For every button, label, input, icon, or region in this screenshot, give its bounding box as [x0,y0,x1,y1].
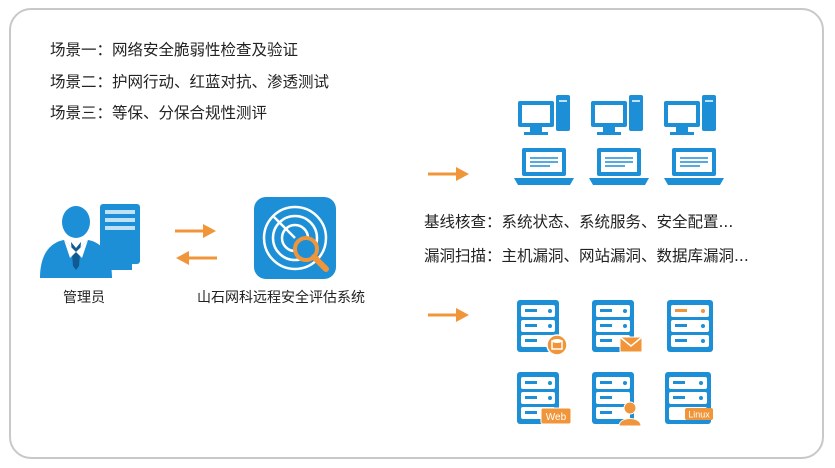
user-server-icon [592,372,644,428]
admin-label: 管理员 [63,290,105,306]
web-server-icon: Web [517,372,573,428]
database-server-icon [517,300,567,356]
arrow-right-icon [175,222,217,240]
server-icon [667,300,717,356]
scenario-2: 场景二：护网行动、红蓝对抗、渗透测试 [50,73,330,91]
laptop-icon [664,148,724,186]
arrow-to-hosts-icon [428,165,470,183]
radar-scan-icon [254,197,336,279]
laptop-icon [514,148,574,186]
vuln-scan-text: 漏洞扫描：主机漏洞、网站漏洞、数据库漏洞... [424,247,749,265]
web-badge-label: Web [546,412,567,423]
admin-computer-icon [38,200,144,280]
laptop-icon [589,148,649,186]
scenario-1: 场景一：网络安全脆弱性检查及验证 [50,41,299,59]
diagram-frame [9,8,824,459]
arrow-to-servers-icon [428,306,470,324]
arrow-left-icon [175,249,217,267]
baseline-check-text: 基线核查：系统状态、系统服务、安全配置... [424,213,734,231]
desktop-computer-icon [664,95,718,137]
desktop-computer-icon [591,95,645,137]
mail-server-icon [592,300,644,356]
scanner-label: 山石网科远程安全评估系统 [197,290,365,306]
scenario-3: 场景三：等保、分保合规性测评 [50,104,268,122]
linux-badge-label: Linux [688,410,710,420]
desktop-computer-icon [518,95,572,137]
linux-server-icon: Linux [665,372,719,428]
